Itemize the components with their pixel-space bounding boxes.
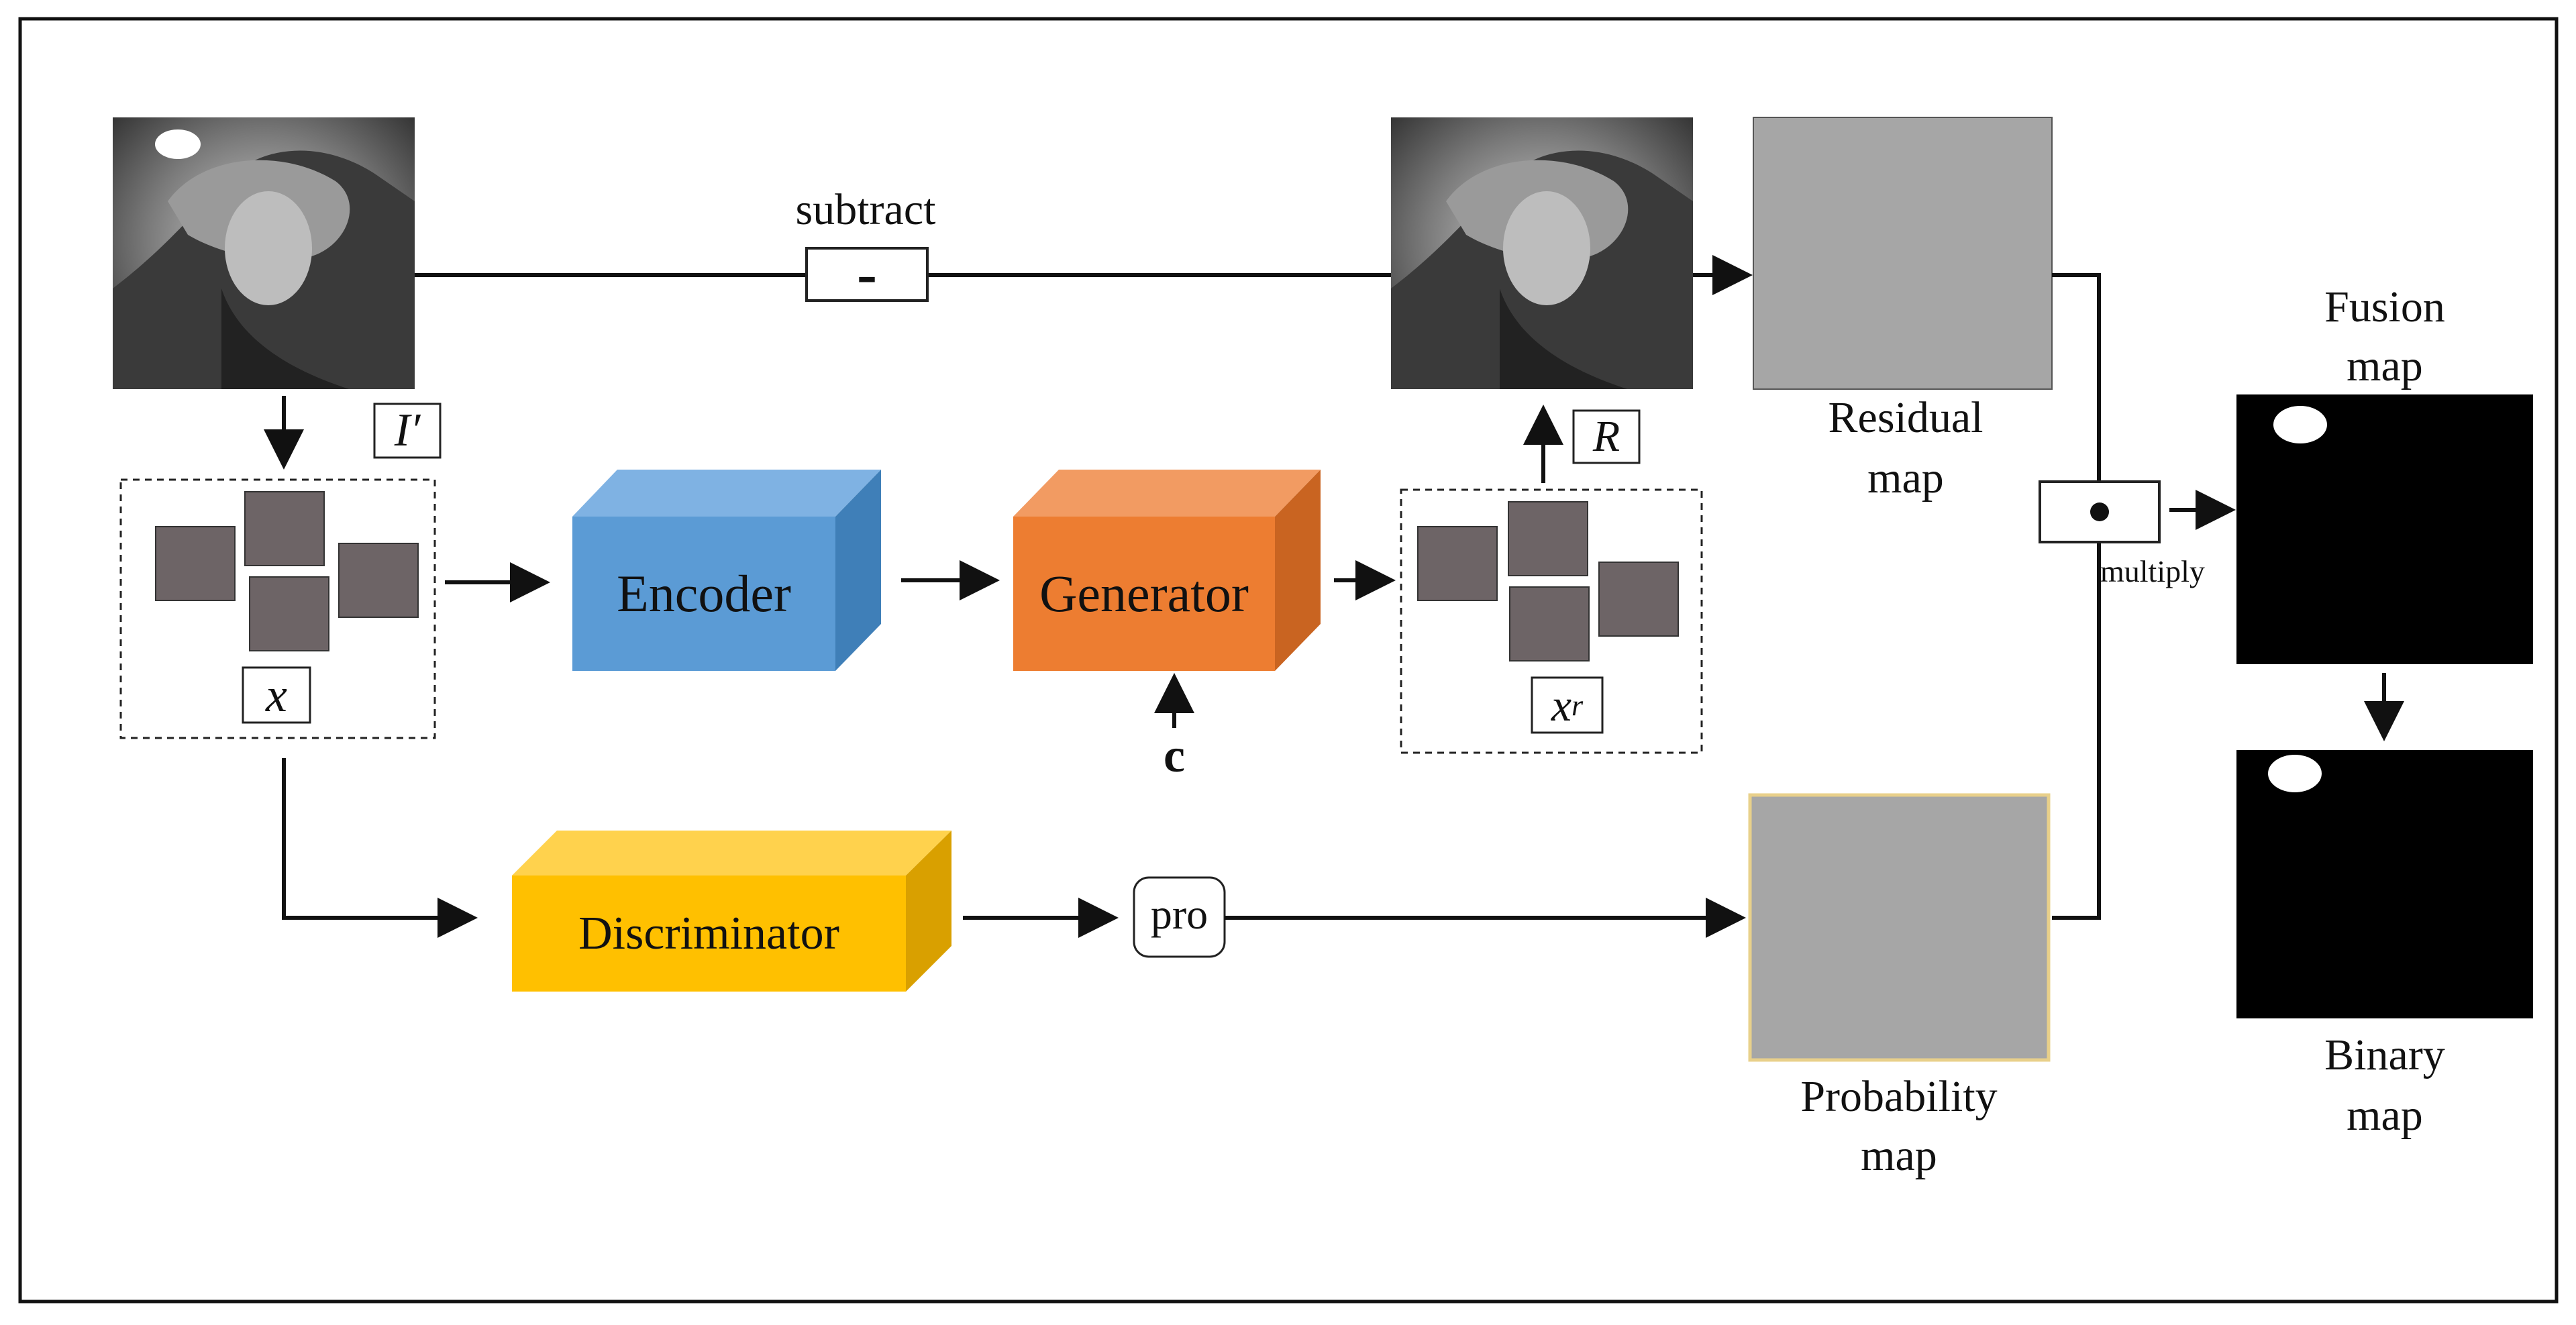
encoder-block (572, 470, 881, 671)
c-label: c (1164, 729, 1185, 782)
probability-map-label-1: Probability (1800, 1072, 1998, 1121)
binary-map (2236, 750, 2533, 1018)
residual-map (1753, 117, 2053, 390)
minus-sign: - (857, 241, 877, 307)
probability-map (1748, 793, 2051, 1062)
subtract-label: subtract (795, 185, 936, 234)
binary-map-label-1: Binary (2324, 1030, 2445, 1079)
reconstructed-image-r (1391, 117, 1693, 390)
i-prime-label-box (373, 403, 442, 459)
xr-patches-box (1400, 488, 1703, 754)
subtract-box (805, 247, 929, 302)
generator-label: Generator (1039, 564, 1249, 623)
generator-block (1013, 470, 1321, 671)
x-r-subscript: r (1572, 688, 1584, 722)
x-r-base: x (1551, 679, 1572, 731)
xr-label-box (1531, 676, 1604, 734)
pro-label: pro (1150, 890, 1208, 938)
binary-map-label-2: map (2347, 1091, 2423, 1140)
probability-map-label-2: map (1861, 1131, 1937, 1180)
discriminator-label: Discriminator (578, 907, 839, 959)
outer-frame (18, 17, 2559, 1304)
input-image-i-prime (113, 117, 415, 390)
fusion-map-label-2: map (2347, 341, 2423, 390)
r-label: R (1592, 412, 1620, 461)
residual-map-label-2: map (1867, 454, 1944, 502)
x-label-box (242, 666, 311, 724)
r-label-box (1572, 409, 1641, 464)
encoder-label: Encoder (617, 564, 791, 623)
fusion-map-label-1: Fusion (2324, 282, 2445, 331)
residual-map-label-1: Residual (1828, 393, 1983, 442)
discriminator-block (512, 831, 951, 992)
multiply-label: multiply (2100, 554, 2205, 588)
x-patches-box (119, 478, 436, 739)
i-prime-label: I′ (394, 405, 421, 456)
x-label: x (266, 668, 287, 722)
